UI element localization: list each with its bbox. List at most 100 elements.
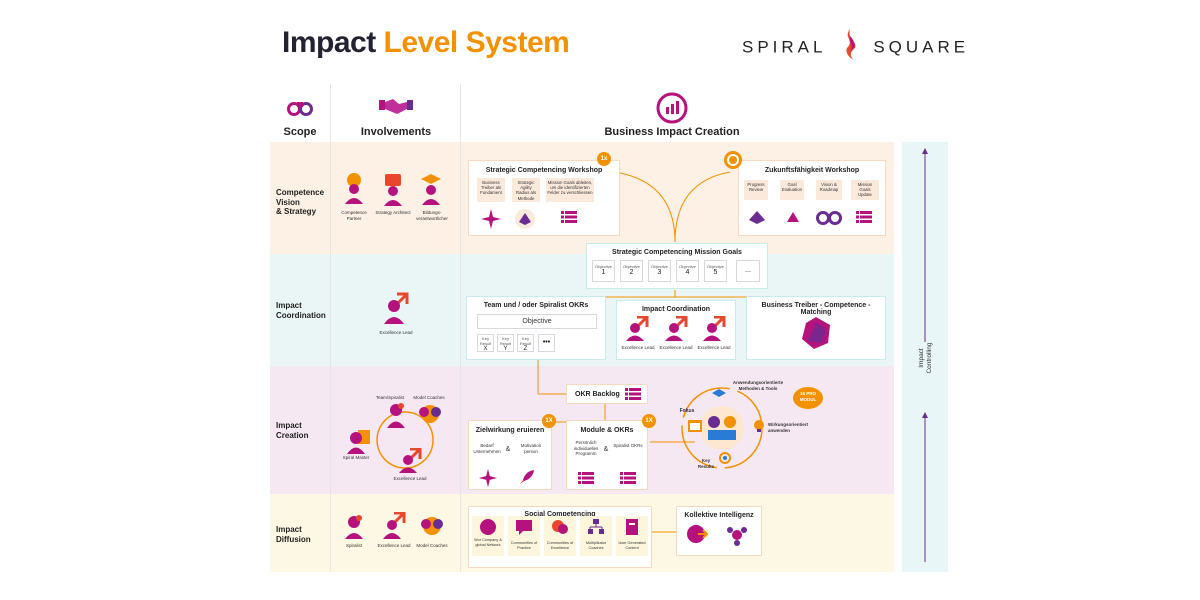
role-label: Excellence Lead (659, 345, 693, 350)
matching-card: Business Treiber - Competence - Matching (746, 296, 886, 360)
social-item: User Generated Content (618, 541, 646, 550)
radius-icon (749, 211, 765, 224)
workshop-badge: 1x (597, 152, 611, 166)
involvement-label: Excellence Lead (393, 476, 427, 481)
title-part-1: Impact (282, 26, 376, 59)
sparkle-icon (481, 209, 501, 229)
okr-objective: Objective (477, 314, 597, 329)
excellence-lead-icon (384, 292, 409, 324)
module-badge: 1X (642, 414, 656, 428)
involvement-label: Model Coaches (416, 543, 448, 548)
social-title: Social Competencing (524, 511, 596, 518)
workshop-item: Vision & Roadmap (816, 180, 842, 200)
title-part-2: Level System (383, 26, 570, 59)
involvement-label: Strategy Architect (375, 210, 411, 215)
involvement-label: Spiral Master (342, 455, 370, 460)
role-label: Excellence Lead (621, 345, 655, 350)
refresh-icon (724, 151, 742, 169)
connector (652, 531, 676, 533)
collective-title: Kollektive Intelligenz (684, 512, 754, 519)
wheel-label-bottom: Key Results (697, 458, 715, 469)
module-title: Module & OKRs (580, 427, 634, 434)
workshop-item: Goal Evaluation (780, 180, 804, 200)
model-coaches-icon (421, 517, 443, 535)
amp: & (505, 446, 511, 453)
radius-icon (515, 209, 535, 229)
column-divider (460, 84, 461, 572)
logo-left: SPIRAL (742, 37, 826, 57)
list-icon (625, 388, 641, 400)
column-involvements: Involvements (360, 126, 432, 138)
amp: & (603, 446, 609, 453)
module-item: Persönlich individuelles Programm (573, 440, 599, 456)
involvement-label: Excellence Lead (379, 330, 413, 335)
wheel-label-top: Anwendungsorientierte Methoden & Tools (732, 380, 784, 391)
head-icon (687, 525, 708, 543)
key-result-more: ••• (538, 334, 555, 352)
module-item: Spiralist OKRs (613, 443, 643, 448)
cycle-arrows (376, 411, 434, 469)
document-icon (626, 519, 638, 535)
radar-shape-icon (802, 317, 830, 349)
excellence-lead-icon (383, 512, 406, 539)
model-coaches-icon (419, 405, 441, 423)
spiral-master-icon (347, 430, 370, 454)
org-chart-icon (588, 519, 604, 534)
involvement-label: Model Coaches (413, 395, 445, 400)
workshop-item: Business Treiber als Fundament (477, 178, 505, 202)
globe-icon (480, 519, 496, 535)
mission-title: Strategic Competencing Mission Goals (612, 249, 742, 256)
workshop-item: Mission Goals Update (851, 180, 879, 200)
involvement-label: Bildungs-verantwortlicher (416, 210, 448, 221)
okrs-title: Team und / oder Spiralist OKRs (483, 302, 589, 309)
social-item: Multiplikator Coaches (585, 541, 607, 550)
workshop-title: Strategic Competencing Workshop (485, 167, 603, 174)
gauge-icon (787, 212, 799, 222)
chart-circle-icon (656, 92, 688, 124)
coordination-title: Impact Coordination (641, 306, 711, 313)
sparkle-icon (478, 468, 498, 488)
excellence-lead-icon (703, 316, 726, 341)
chat-icon (516, 520, 532, 535)
list-icon (856, 211, 872, 223)
excellence-lead-icon (626, 316, 649, 341)
excellence-lead-icon (665, 316, 688, 341)
calendar-icon (688, 420, 702, 432)
excellence-lead-icon (399, 448, 422, 473)
graduation-cap-icon (712, 389, 726, 397)
binoculars-icon (287, 102, 313, 116)
involvement-label: Excellence Lead (377, 543, 411, 548)
handshake-icon (379, 99, 413, 114)
competence-partner-icon (345, 173, 363, 204)
workshop-item: Strategic Agility Radius als Methode (512, 178, 540, 202)
graduation-cap-person-icon (421, 174, 441, 205)
logo-right: SQUARE (873, 37, 970, 57)
column-divider (330, 84, 331, 572)
spiralist-icon (387, 403, 405, 428)
backlog-title: OKR Backlog (575, 391, 620, 398)
zielwirkung-title: Zielwirkung eruieren (475, 427, 545, 434)
social-item: Communities of Practice (510, 541, 538, 550)
lightbulb-icon (754, 420, 764, 432)
objective-more: ... (736, 260, 760, 282)
wheel-label-right: Wirkungsorientiert anwenden (768, 422, 808, 433)
chat-bubbles-icon (552, 520, 568, 534)
matching-title: Business Treiber - Competence - Matching (761, 302, 871, 316)
list-icon (620, 472, 636, 484)
workshop-title: Zukunftsfähigkeit Workshop (764, 167, 860, 174)
social-item: Wor Company & global Network (474, 538, 502, 547)
page-title: Impact Level System (282, 26, 570, 60)
list-icon (578, 472, 594, 484)
network-icon (727, 527, 747, 546)
zielwirkung-badge: 1X (542, 414, 556, 428)
controlling-arrow (922, 148, 928, 562)
